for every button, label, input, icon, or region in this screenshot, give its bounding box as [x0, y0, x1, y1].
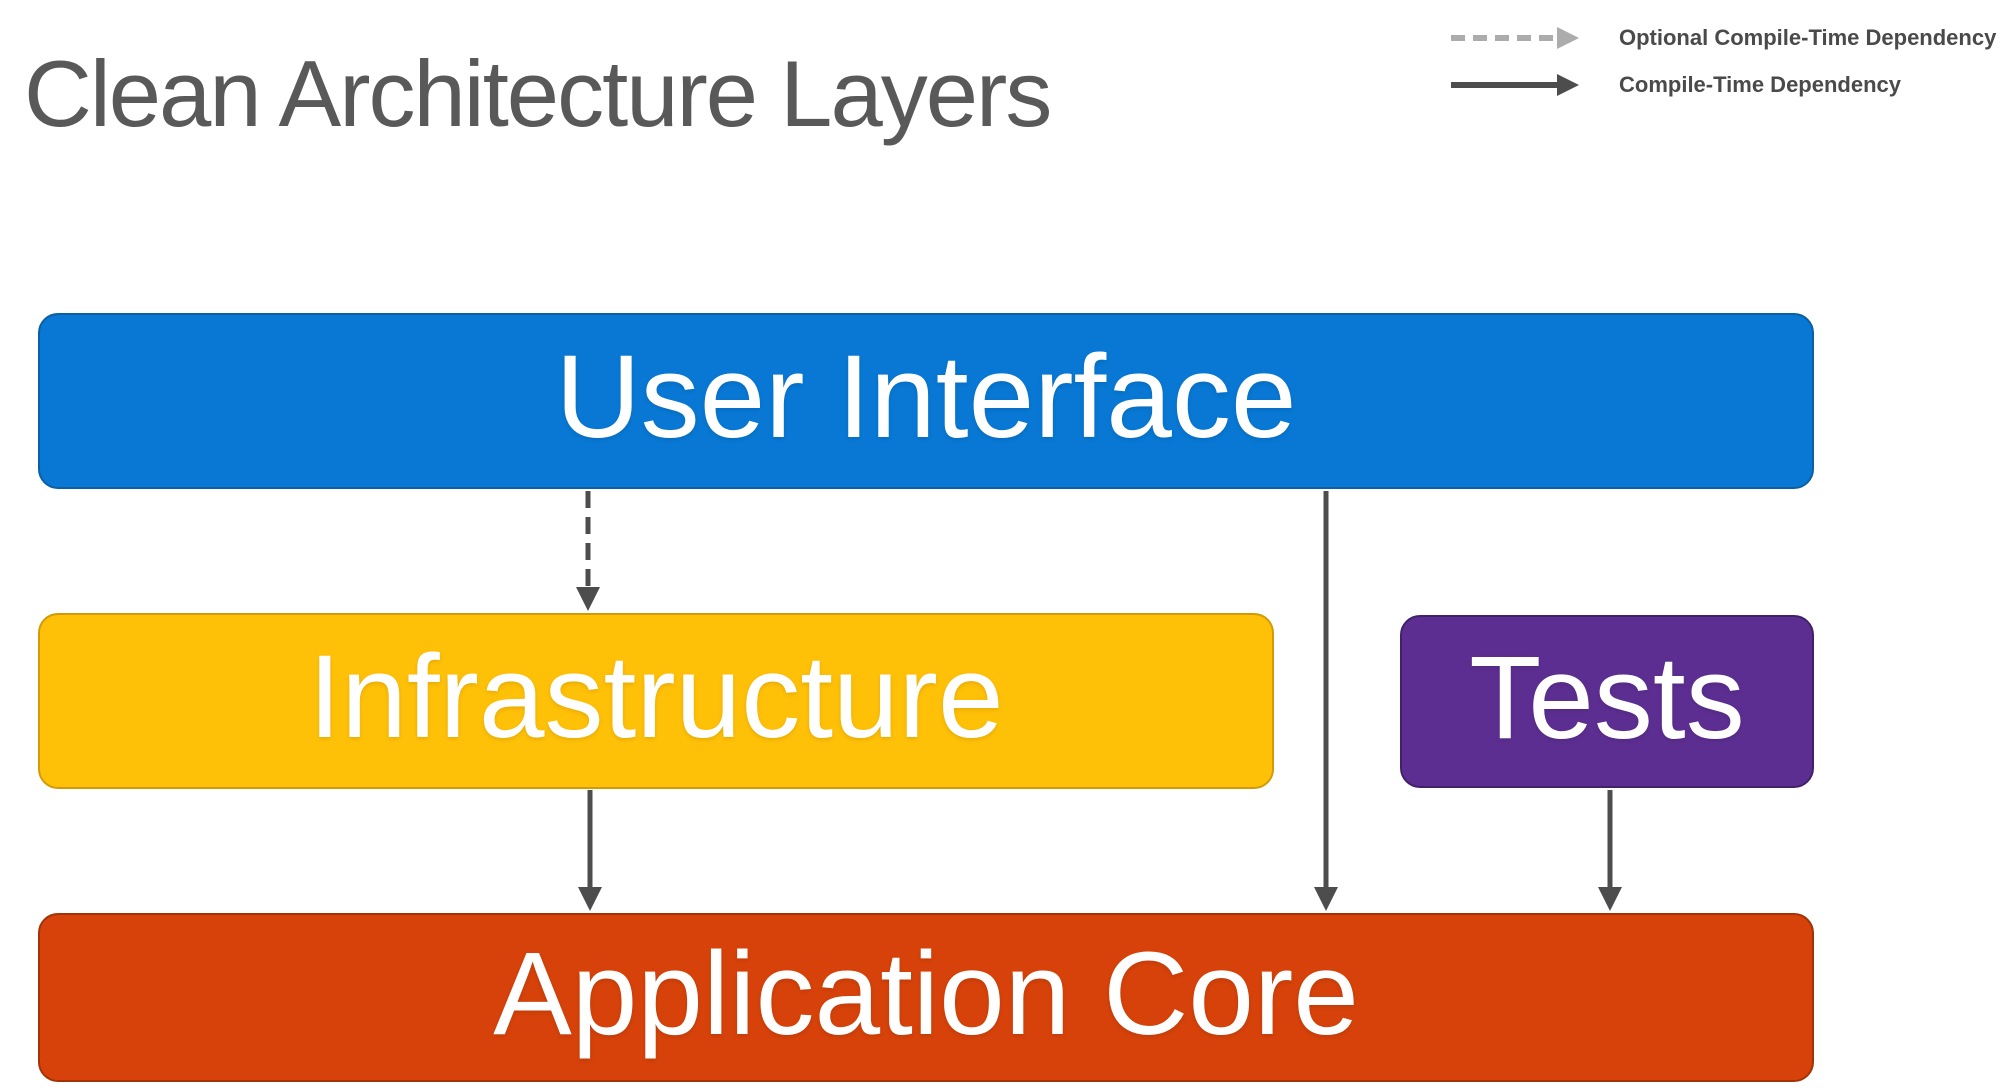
legend-item-optional-dependency: Optional Compile-Time Dependency — [1451, 21, 1996, 55]
dashed-arrow-icon — [1451, 25, 1581, 51]
layer-label: User Interface — [555, 331, 1297, 463]
dashed-line — [1451, 35, 1557, 41]
arrow-infrastructure-to-application-core — [578, 790, 602, 911]
arrow-line — [1607, 790, 1613, 887]
layer-box-application-core: Application Core — [38, 913, 1814, 1082]
legend-item-label: Optional Compile-Time Dependency — [1619, 25, 1997, 50]
arrow-line — [585, 491, 591, 587]
arrowhead-icon — [1557, 74, 1579, 96]
arrow-line — [587, 790, 593, 887]
layer-box-infrastructure: Infrastructure — [38, 613, 1274, 789]
arrowhead-icon — [576, 587, 600, 611]
arrowhead-icon — [1598, 887, 1622, 911]
legend-item-dependency: Compile-Time Dependency — [1451, 68, 1901, 102]
arrowhead-icon — [1314, 887, 1338, 911]
page-title: Clean Architecture Layers — [24, 41, 1052, 146]
arrow-line — [1323, 491, 1329, 887]
solid-arrow-icon — [1451, 72, 1581, 98]
arrowhead-icon — [1557, 27, 1579, 49]
solid-line — [1451, 82, 1557, 88]
arrow-optional-ui-to-infrastructure — [576, 491, 600, 611]
layer-label: Application Core — [493, 927, 1359, 1060]
arrow-tests-to-application-core — [1598, 790, 1622, 911]
layer-box-user-interface: User Interface — [38, 313, 1814, 489]
legend-item-label: Compile-Time Dependency — [1619, 72, 1901, 97]
layer-label: Tests — [1469, 631, 1745, 764]
arrowhead-icon — [578, 887, 602, 911]
arrow-ui-to-application-core — [1314, 491, 1338, 911]
layer-box-tests: Tests — [1400, 615, 1814, 788]
layer-label: Infrastructure — [308, 631, 1004, 763]
